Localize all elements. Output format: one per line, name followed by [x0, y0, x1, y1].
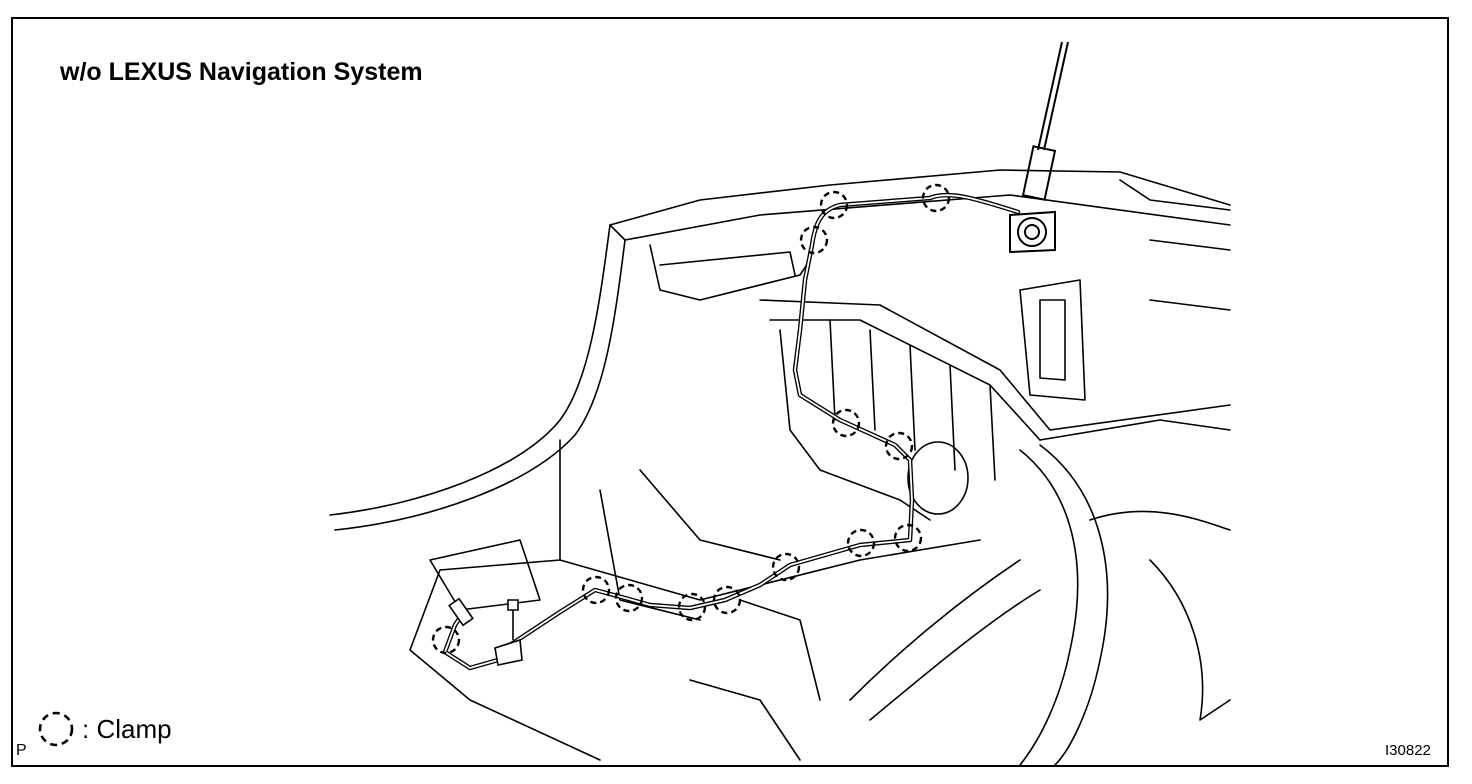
clamp-legend-label: : Clamp: [82, 713, 172, 744]
dashed-circle-clamp-icon: [38, 711, 74, 747]
figure-code: I30822: [1385, 742, 1431, 759]
illustration-frame: [11, 17, 1449, 767]
diagram-title: w/o LEXUS Navigation System: [60, 58, 423, 86]
corner-mark: P: [16, 742, 27, 759]
clamp-legend: : Clamp: [36, 706, 172, 752]
